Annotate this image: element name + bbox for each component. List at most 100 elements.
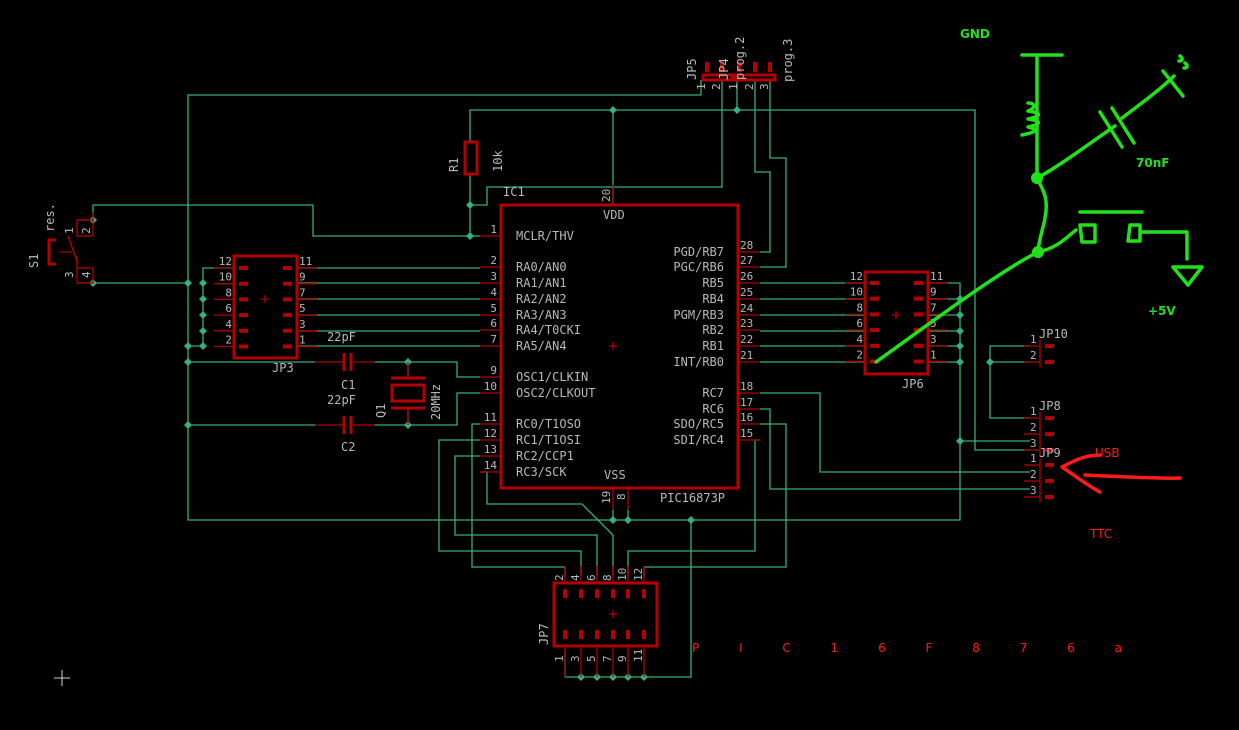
wire-vdd[interactable] [469, 109, 1030, 451]
pin-number: 4 [225, 318, 232, 331]
cursor-crosshair-icon [54, 670, 70, 686]
jp7-body[interactable] [552, 581, 659, 648]
ic1-vdd-label: VDD [603, 208, 625, 222]
jp4-ref: JP4 [717, 58, 731, 80]
ic1-pin-number: 27 [740, 254, 753, 267]
ic1-pin-number: 28 [740, 239, 753, 252]
pin-number: 12 [850, 270, 863, 283]
pin-number: 12 [632, 568, 645, 581]
s1-value: res. [43, 203, 57, 232]
ic1-pin-name: PGC/RB6 [673, 260, 724, 274]
ic1-pin-number: 2 [490, 254, 497, 267]
ic1-pin-name: PGD/RB7 [673, 245, 724, 259]
gnd-annotation: GND [960, 27, 990, 41]
ic1-pin-number: 25 [740, 286, 753, 299]
origin-cross-icon [892, 311, 900, 319]
junction-dot [199, 311, 207, 319]
pin-number: 10 [219, 271, 232, 284]
switch-s1[interactable]: S1 res. 1 2 3 4 [27, 203, 94, 284]
ic1-pin-name: RA0/AN0 [516, 260, 567, 274]
junction-dot [609, 106, 617, 114]
wire[interactable] [187, 80, 961, 521]
s1-ref: S1 [27, 254, 41, 268]
ic1-pin-number: 11 [484, 411, 497, 424]
jp8-ref: JP8 [1039, 399, 1061, 413]
jp7-ref: JP7 [537, 623, 551, 645]
ic1-pin-number: 26 [740, 270, 753, 283]
pin-number: 3 [758, 83, 771, 90]
ic1-pin-number: 8 [615, 493, 628, 500]
ic1-pin-number: 5 [490, 302, 497, 315]
capacitor-c2[interactable]: 22pF C2 [315, 393, 375, 454]
wire[interactable] [470, 80, 723, 206]
c1-ref: C1 [341, 378, 355, 392]
pin-number: 3 [1030, 484, 1037, 497]
wire[interactable] [375, 361, 480, 378]
prog-body[interactable] [733, 73, 777, 82]
q1-value: 20MHz [429, 384, 443, 420]
programming-headers[interactable]: JP5 JP4 prog.2 prog.3 1 2 1 2 3 [685, 37, 795, 90]
wire[interactable] [627, 439, 760, 576]
pin-number: 1 [1030, 333, 1037, 346]
wire[interactable] [754, 80, 771, 253]
ic1-pin-name: RB2 [702, 323, 724, 337]
ic1-pin-name: MCLR/THV [516, 229, 574, 243]
ic1-pin-number: 6 [490, 317, 497, 330]
pin-number: 7 [930, 301, 937, 314]
junction-dot [466, 201, 474, 209]
wire[interactable] [375, 392, 480, 426]
origin-cross-icon [261, 295, 269, 303]
junction-dot [733, 106, 741, 114]
ic1-pin-number: 15 [740, 427, 753, 440]
junction-dot [184, 358, 192, 366]
junction-dot [956, 437, 964, 445]
capacitor-annotation: 70nF [1136, 156, 1169, 170]
resistor-r1[interactable]: R1 10k [447, 140, 505, 176]
wire[interactable] [454, 455, 598, 576]
jp3-body[interactable] [232, 254, 299, 360]
crystal-q1[interactable]: Q1 20MHz [374, 362, 443, 425]
pin-number: 3 [569, 655, 582, 662]
jp6-body[interactable] [863, 270, 930, 376]
ic1-pin-name: INT/RB0 [673, 355, 724, 369]
wire[interactable] [760, 408, 1030, 490]
ic1-pin-number: 24 [740, 302, 754, 315]
ic1-pin-number: 16 [740, 411, 753, 424]
junction-dot [986, 358, 994, 366]
pin-number: 9 [616, 655, 629, 662]
pin-number: 12 [219, 255, 232, 268]
pin-number: 5 [299, 302, 306, 315]
wire[interactable] [760, 392, 1030, 473]
wire[interactable] [760, 80, 787, 268]
wire[interactable] [92, 204, 470, 237]
jp5-jp4-body[interactable] [701, 73, 734, 82]
pin-number: 2 [1030, 468, 1037, 481]
ic1-pin-name: OSC2/CLKOUT [516, 386, 595, 400]
ic1-pin-number: 1 [490, 223, 497, 236]
ic1-pin-number: 13 [484, 443, 497, 456]
ic1-pin-number: 14 [484, 459, 498, 472]
usb-annotation: USB [1095, 446, 1120, 460]
wire[interactable] [438, 439, 582, 576]
ic1-pin-name: RB5 [702, 276, 724, 290]
origin-cross-icon [609, 610, 617, 618]
r1-body[interactable] [463, 140, 479, 176]
ic1-pin-name: SDI/RC4 [673, 433, 724, 447]
pin-number: 5 [930, 317, 937, 330]
jp3-ref: JP3 [272, 361, 294, 375]
pin-number: 1 [1030, 405, 1037, 418]
ic1-pin-number: 18 [740, 380, 753, 393]
pin-number: 11 [930, 270, 943, 283]
wire[interactable] [989, 345, 1030, 419]
pin-number: 11 [299, 255, 312, 268]
pin-number: 4 [80, 271, 93, 278]
ic1-pin-number: 12 [484, 427, 497, 440]
capacitor-c1[interactable]: 22pF C1 [315, 330, 375, 392]
ic1-pin-number: 9 [490, 364, 497, 377]
